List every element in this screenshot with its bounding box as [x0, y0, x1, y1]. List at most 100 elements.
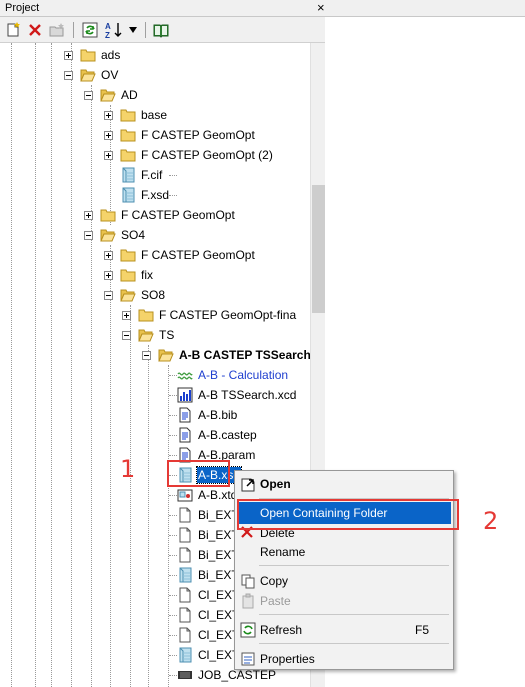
tree-item-label: TS	[159, 328, 175, 342]
menu-item-rename[interactable]: Rename	[237, 541, 451, 563]
folder-open-icon	[80, 67, 100, 83]
tree-row[interactable]: A-B TSSearch.xcd	[177, 385, 297, 405]
tree-item-label: A-B.xtd	[198, 488, 238, 502]
expand-toggle-icon[interactable]	[104, 130, 113, 140]
tree-row[interactable]: Cl_EXT	[177, 605, 240, 625]
menu-item-label: Open	[260, 477, 291, 491]
tree-row[interactable]: fix	[104, 265, 154, 285]
tree-connector	[169, 635, 177, 636]
tree-row[interactable]: A-B.castep	[177, 425, 258, 445]
collapse-toggle-icon[interactable]	[64, 70, 73, 80]
book-icon[interactable]	[152, 21, 170, 39]
tree-row[interactable]: A-B CASTEP TSSearch	[142, 345, 310, 365]
tree-row[interactable]: F.cif	[120, 165, 163, 185]
tree-row[interactable]: OV	[64, 65, 119, 85]
tree-item-label: fix	[141, 268, 153, 282]
collapse-toggle-icon[interactable]	[142, 350, 151, 360]
tree-item-label: F CASTEP GeomOpt	[121, 208, 235, 222]
tree-row[interactable]: F CASTEP GeomOpt	[104, 245, 256, 265]
expand-toggle-icon[interactable]	[104, 250, 113, 260]
structure-icon	[177, 467, 197, 483]
tree-row[interactable]: Bi_EXT	[177, 565, 240, 585]
tree-guide-line	[71, 43, 72, 687]
tree-item-label: AD	[121, 88, 138, 102]
tree-row[interactable]: AD	[84, 85, 139, 105]
structure-icon	[120, 167, 140, 183]
expand-toggle-icon[interactable]	[64, 50, 73, 60]
tree-row[interactable]: ads	[64, 45, 121, 65]
tree-row[interactable]: A-B - Calculation	[177, 365, 289, 385]
menu-item-open-containing-folder[interactable]: Open Containing Folder	[237, 502, 451, 524]
tree-row[interactable]: Cl_EXT	[177, 585, 240, 605]
refresh-icon[interactable]	[81, 21, 99, 39]
annotation-highlight-box-2	[237, 499, 459, 530]
dropdown-arrow-icon[interactable]	[127, 21, 139, 39]
text-file-icon	[177, 407, 197, 423]
menu-separator	[259, 498, 449, 499]
toolbar-separator	[73, 22, 74, 38]
menu-item-label: Paste	[260, 594, 291, 608]
collapse-toggle-icon[interactable]	[122, 330, 131, 340]
tree-row[interactable]: Cl_EXT	[177, 625, 240, 645]
tree-connector	[169, 435, 177, 436]
tree-item-label: F.xsd	[141, 188, 170, 202]
tree-row[interactable]: Bi_EXT	[177, 505, 240, 525]
scrollbar-thumb[interactable]	[312, 185, 325, 313]
tree-item-label: Cl_EXT	[198, 648, 240, 662]
menu-item-copy[interactable]: Copy	[237, 570, 451, 592]
tree-guide-line	[130, 305, 131, 687]
expand-toggle-icon[interactable]	[104, 270, 113, 280]
delete-icon[interactable]	[26, 21, 44, 39]
close-icon[interactable]: ×	[317, 0, 325, 15]
menu-item-paste[interactable]: Paste	[237, 590, 451, 612]
tree-item-label: base	[141, 108, 168, 122]
tree-item-label: A-B.castep	[198, 428, 257, 442]
tree-row[interactable]: A-B.xtd	[177, 485, 238, 505]
collapse-toggle-icon[interactable]	[84, 90, 93, 100]
tree-row[interactable]: A-B.bib	[177, 405, 238, 425]
tree-row[interactable]: F CASTEP GeomOpt	[84, 205, 236, 225]
tree-row[interactable]: SO8	[104, 285, 166, 305]
menu-item-properties[interactable]: Properties	[237, 648, 451, 670]
tree-connector	[169, 375, 177, 376]
expand-toggle-icon[interactable]	[104, 110, 113, 120]
tree-row[interactable]: F.xsd	[120, 185, 170, 205]
tree-row[interactable]: Bi_EXT	[177, 525, 240, 545]
collapse-toggle-icon[interactable]	[104, 290, 113, 300]
blank-file-icon	[177, 607, 197, 623]
expand-toggle-icon[interactable]	[104, 150, 113, 160]
tree-connector	[169, 415, 177, 416]
new-project-icon[interactable]	[4, 21, 22, 39]
folder-open-icon	[120, 287, 140, 303]
tree-guide-line	[148, 345, 149, 687]
collapse-toggle-icon[interactable]	[84, 230, 93, 240]
tree-row[interactable]: F CASTEP GeomOpt-fina	[122, 305, 297, 325]
menu-item-open[interactable]: Open	[237, 473, 451, 495]
folder-icon	[120, 247, 140, 263]
text-file-icon	[177, 447, 197, 463]
tree-connector	[169, 655, 177, 656]
tree-row[interactable]: F CASTEP GeomOpt (2)	[104, 145, 274, 165]
tree-connector	[169, 515, 177, 516]
menu-item-refresh[interactable]: Refresh F5	[237, 619, 451, 641]
tree-connector	[169, 535, 177, 536]
menu-item-label: Properties	[260, 652, 315, 666]
tree-row[interactable]: JOB_CASTEP	[177, 665, 277, 685]
tree-row[interactable]: F CASTEP GeomOpt	[104, 125, 256, 145]
tree-row[interactable]: Cl_EXT	[177, 645, 240, 665]
tree-row[interactable]: base	[104, 105, 168, 125]
new-folder-icon[interactable]	[48, 21, 66, 39]
folder-open-icon	[158, 347, 178, 363]
tree-row[interactable]: A-B.param	[177, 445, 256, 465]
tree-row[interactable]: SO4	[84, 225, 146, 245]
expand-toggle-icon[interactable]	[122, 310, 131, 320]
expand-toggle-icon[interactable]	[84, 210, 93, 220]
tree-row[interactable]: TS	[122, 325, 175, 345]
tree-item-label: OV	[101, 68, 119, 82]
tree-item-label: F CASTEP GeomOpt	[141, 128, 255, 142]
tree-row[interactable]: Bi_EXT	[177, 545, 240, 565]
menu-item-label: Refresh	[260, 623, 303, 637]
tree-connector	[169, 595, 177, 596]
folder-icon	[80, 47, 100, 63]
